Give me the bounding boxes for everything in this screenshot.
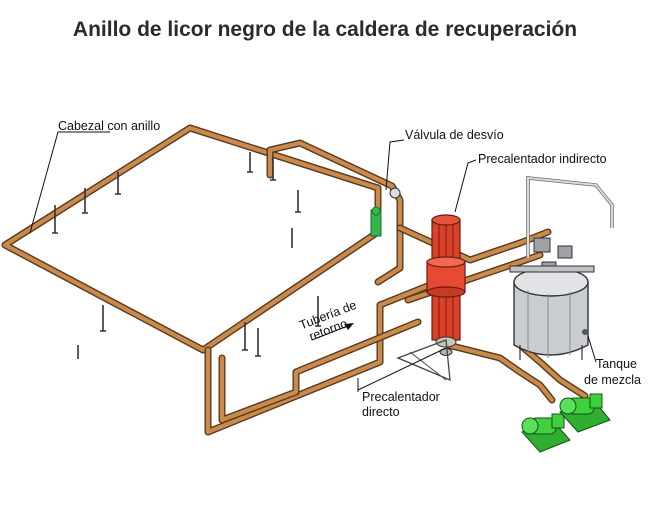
label-mix-tank-line1: Tanque (596, 357, 637, 371)
indirect-preheater (426, 214, 466, 356)
label-ring-header: Cabezal con anillo (58, 119, 160, 133)
pump-1 (521, 413, 571, 453)
label-mix-tank-line2: de mezcla (584, 373, 641, 387)
return-pipe (204, 281, 434, 436)
leader-direct-preheater (357, 347, 447, 392)
leader-indirect-preheater (454, 159, 477, 213)
leader-bypass-valve (385, 139, 405, 191)
bypass-valve (370, 187, 401, 237)
page-title: Anillo de licor negro de la caldera de r… (72, 18, 578, 41)
label-direct-preheater-line1: Precalentador (362, 390, 440, 404)
pump-pipes (444, 341, 589, 404)
label-direct-preheater-line2: directo (362, 405, 400, 419)
return-pipe-arrowhead (344, 323, 354, 330)
return-pipe-arrow (311, 324, 351, 341)
leader-mix-tank (587, 335, 597, 363)
liquor-nozzles (52, 152, 321, 359)
label-bypass-valve: Válvula de desvío (405, 128, 504, 142)
tank-vent-pipe (526, 176, 614, 258)
label-indirect-preheater: Precalentador indirecto (478, 152, 607, 166)
mix-tank (509, 237, 595, 360)
direct-preheater (396, 339, 451, 382)
pump-2 (559, 393, 611, 433)
leader-ring-header (29, 131, 110, 234)
